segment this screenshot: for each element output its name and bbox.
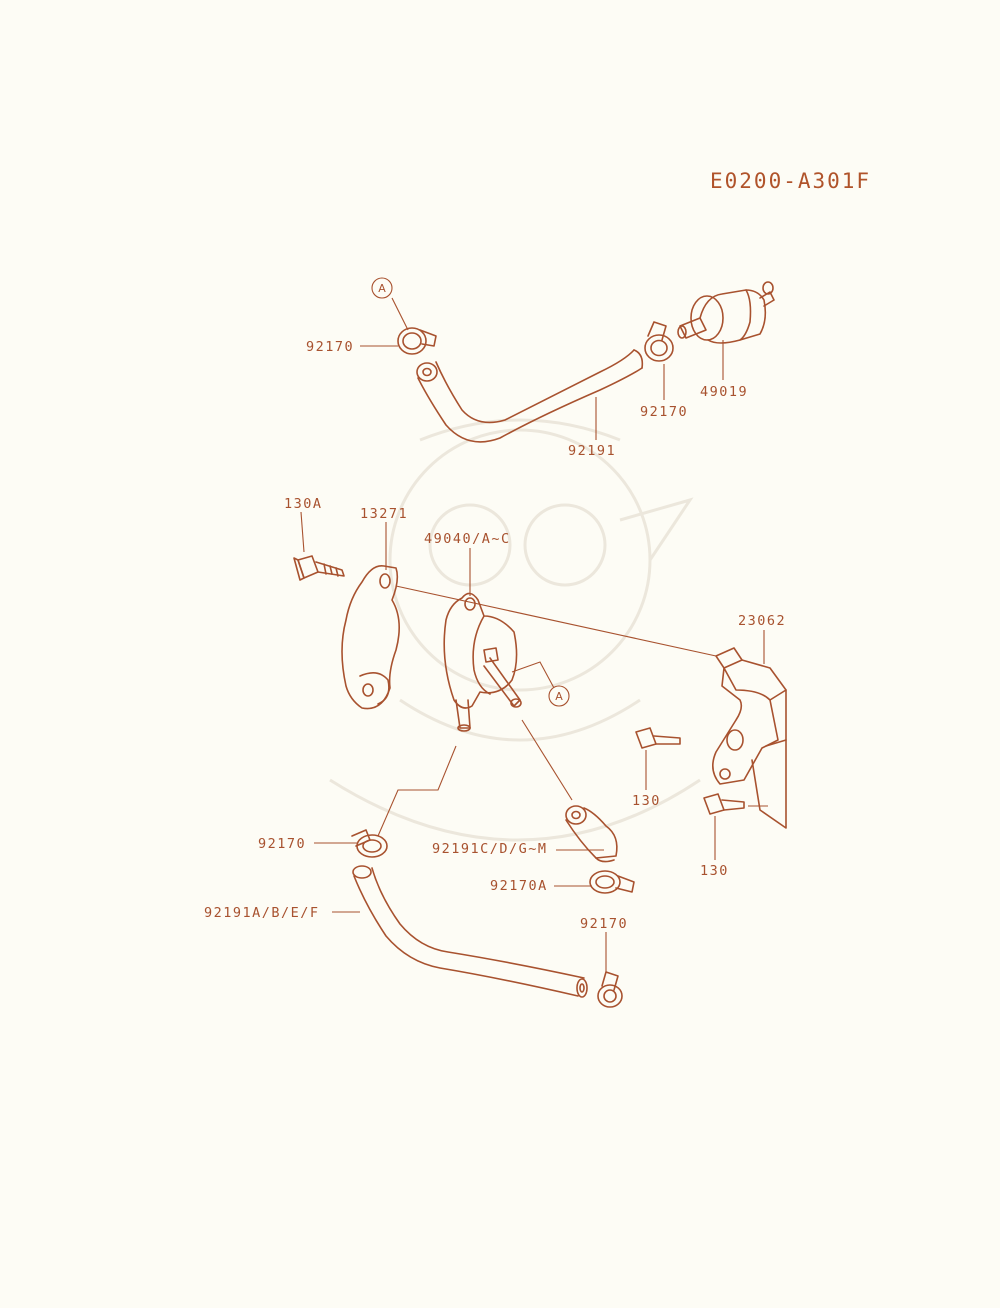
ref-marker-a-top: A — [371, 277, 393, 299]
label-clamp-top-left: 92170 — [306, 339, 354, 355]
label-bracket-right: 23062 — [738, 613, 786, 629]
bolt-130A — [293, 555, 345, 581]
watermark-mascot — [329, 418, 701, 842]
bracket-cover-13271 — [341, 565, 400, 710]
leader-lines — [300, 297, 768, 972]
label-bolt-right-upper: 130 — [632, 793, 661, 809]
ref-marker-a-middle: A — [548, 685, 570, 707]
label-bolt-right-lower: 130 — [700, 863, 729, 879]
bolt-130-upper — [635, 727, 681, 749]
clamp-top-right — [644, 321, 674, 362]
fuel-filter — [677, 281, 775, 344]
label-fuel-filter: 49019 — [700, 384, 748, 400]
label-clamp-left: 92170 — [258, 836, 306, 852]
clamp-bottom — [597, 971, 623, 1008]
svg-text:A: A — [555, 690, 563, 703]
clamp-top-left — [397, 327, 437, 355]
label-hose-top: 92191 — [568, 443, 616, 459]
svg-text:A: A — [378, 282, 386, 295]
label-hose-bottom: 92191A/B/E/F — [204, 905, 320, 921]
bracket-23062 — [712, 647, 787, 829]
hose-92191C — [565, 805, 618, 863]
clamp-left — [351, 829, 388, 858]
label-bracket-cover: 13271 — [360, 506, 408, 522]
label-clamp-bottom: 92170 — [580, 916, 628, 932]
label-bolt-top: 130A — [284, 496, 323, 512]
fuel-pump-49040 — [443, 592, 522, 732]
hose-92191 — [416, 349, 644, 443]
bolt-130-lower — [703, 793, 745, 815]
hose-92191A — [352, 865, 588, 998]
label-hose-mid: 92191C/D/G~M — [432, 841, 548, 857]
diagram-code: E0200-A301F — [710, 169, 871, 193]
label-clamp-mid: 92170A — [490, 878, 548, 894]
label-clamp-top-right: 92170 — [640, 404, 688, 420]
label-fuel-pump: 49040/A~C — [424, 531, 511, 547]
clamp-92170A — [589, 870, 635, 894]
